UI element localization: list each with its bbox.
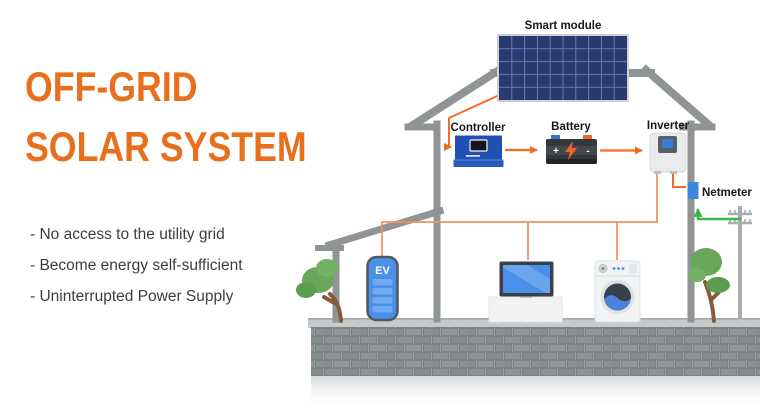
- feature-list: - No access to the utility grid - Become…: [30, 219, 243, 312]
- page-title-line1: OFF-GRID: [25, 63, 198, 110]
- washing-machine: [594, 260, 641, 323]
- solar-panel: [497, 34, 629, 102]
- battery: + -: [546, 135, 597, 164]
- inverter: [649, 132, 687, 174]
- wall-reflection: [311, 376, 760, 410]
- inverter-label: Inverter: [647, 120, 690, 132]
- grid-import-arrow: [693, 207, 741, 221]
- tv-table: [488, 296, 563, 323]
- wire-inverter-to-netmeter: [672, 173, 686, 188]
- ev-charger: EV: [366, 255, 399, 322]
- feature-item-ups: - Uninterrupted Power Supply: [30, 288, 234, 305]
- charge-controller: [453, 135, 504, 167]
- tree-left: [296, 259, 343, 323]
- smart-module-label: Smart module: [525, 20, 602, 32]
- tree-right: [688, 248, 730, 323]
- ev-label: EV: [375, 265, 390, 277]
- netmeter-label: Netmeter: [702, 187, 752, 199]
- controller-label: Controller: [451, 122, 506, 134]
- wire-panel-to-controller: [444, 91, 507, 151]
- netmeter: [687, 182, 699, 199]
- utility-pole: [728, 206, 752, 319]
- wire-inverter-to-loads-bus: [381, 173, 658, 256]
- brick-wall: [311, 327, 760, 376]
- tv: [488, 261, 563, 323]
- feature-item-utility-grid: - No access to the utility grid: [30, 226, 225, 243]
- lightning-bolt-icon: [565, 141, 577, 160]
- page-title-line2: SOLAR SYSTEM: [25, 123, 307, 170]
- battery-minus-terminal: -: [586, 146, 589, 157]
- battery-label: Battery: [551, 121, 591, 133]
- feature-item-self-sufficient: - Become energy self-sufficient: [30, 257, 243, 274]
- battery-plus-terminal: +: [553, 146, 559, 157]
